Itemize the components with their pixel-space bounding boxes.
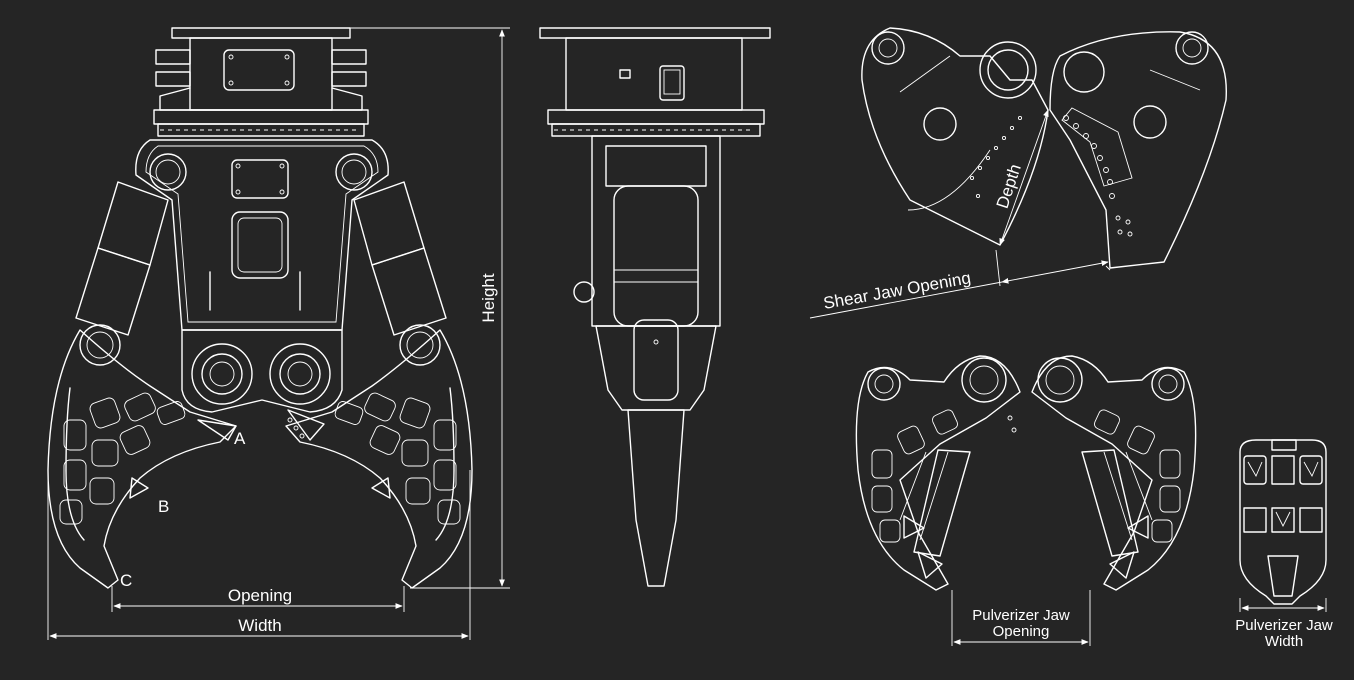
pulverizer-opening-label-line1: Pulverizer Jaw bbox=[972, 607, 1070, 624]
rotator-ring bbox=[153, 109, 369, 125]
shear-right-jaw bbox=[1049, 31, 1227, 269]
point-a-label: A bbox=[234, 429, 246, 448]
side-cylinder bbox=[613, 185, 699, 327]
shear-opening-dimension-line bbox=[1001, 260, 1109, 284]
height-label: Height bbox=[479, 273, 498, 322]
rotator-gear bbox=[157, 123, 365, 137]
pulverizer-jaw-view: Pulverizer Jaw Opening bbox=[855, 355, 1197, 646]
top-mount-plate bbox=[171, 27, 351, 39]
mount-bracket bbox=[189, 37, 333, 111]
right-cylinder bbox=[353, 181, 425, 266]
pulverizer-right-jaw bbox=[1031, 355, 1197, 591]
shear-jaw-view: Depth Shear Jaw Opening bbox=[809, 27, 1227, 319]
left-lug-lower bbox=[155, 71, 191, 87]
side-view bbox=[539, 27, 771, 587]
shear-left-jaw bbox=[861, 27, 1049, 246]
front-view: Height Opening Width A B C bbox=[47, 27, 510, 640]
point-c-label: C bbox=[120, 571, 132, 590]
pulverizer-width-label-line1: Pulverizer Jaw bbox=[1235, 617, 1333, 634]
right-lug-lower bbox=[331, 71, 367, 87]
pulverizer-left-jaw bbox=[855, 355, 1021, 591]
left-lug-upper bbox=[155, 49, 191, 65]
opening-label: Opening bbox=[228, 586, 292, 605]
side-tip bbox=[627, 409, 685, 587]
depth-dimension-line bbox=[999, 109, 1049, 246]
width-label: Width bbox=[238, 616, 281, 635]
pulverizer-width-view: Pulverizer Jaw Width bbox=[1235, 439, 1333, 650]
right-jaw bbox=[285, 329, 473, 589]
top-cover-plate bbox=[223, 49, 295, 91]
pulverizer-opening-label-line2: Opening bbox=[993, 623, 1050, 640]
main-body bbox=[135, 139, 389, 331]
left-jaw bbox=[47, 329, 237, 589]
pulverizer-width-label-line2: Width bbox=[1265, 633, 1303, 650]
left-cylinder bbox=[97, 181, 169, 266]
point-b-label: B bbox=[158, 497, 169, 516]
shear-jaw-opening-label: Shear Jaw Opening bbox=[822, 268, 972, 313]
right-lug-upper bbox=[331, 49, 367, 65]
